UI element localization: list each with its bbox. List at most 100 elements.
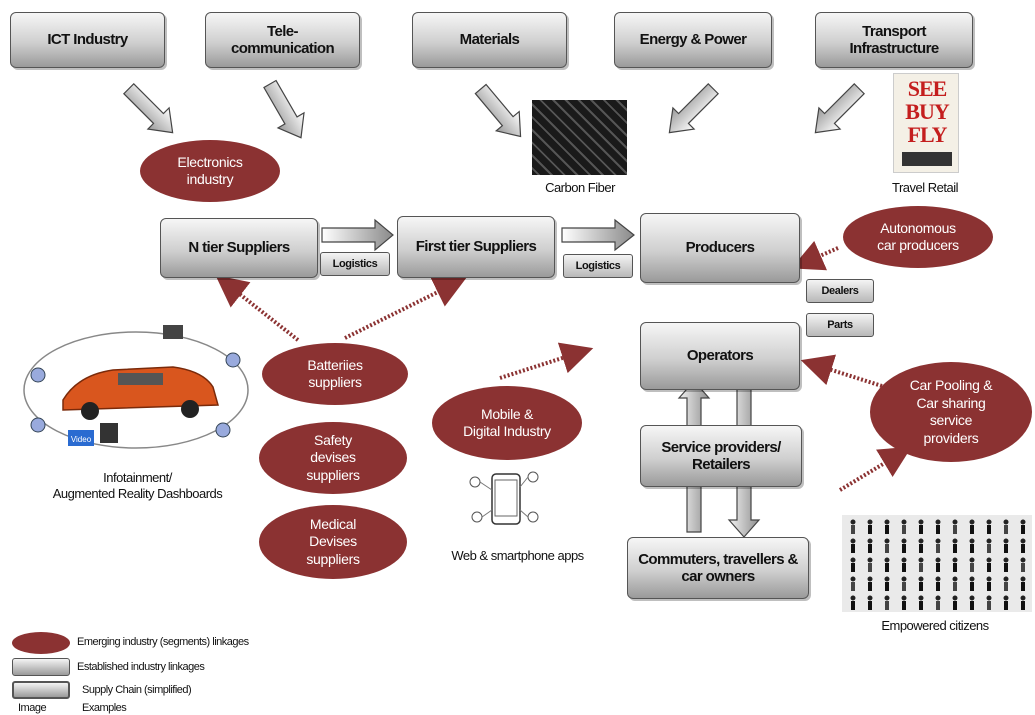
video-screen-text: Video	[71, 435, 92, 444]
pictogram-grid	[850, 519, 1026, 610]
pictogram-icon	[1003, 538, 1009, 553]
box-producers: Producers	[640, 213, 800, 283]
parts-label: Parts	[806, 313, 874, 337]
carbon-fiber-image	[532, 100, 627, 175]
pictogram-icon	[935, 519, 941, 534]
legend-supply-chain-text: Supply Chain (simplified)	[82, 684, 192, 696]
pictogram-icon	[969, 519, 975, 534]
pictogram-icon	[918, 538, 924, 553]
box-label: Transport Infrastructure	[849, 22, 939, 57]
pictogram-icon	[901, 538, 907, 553]
sign-buy: BUY	[905, 99, 949, 124]
box-label: Materials	[459, 31, 520, 49]
ellipse-autonomous-car-producers: Autonomous car producers	[843, 206, 993, 268]
pictogram-icon	[935, 576, 941, 591]
pictogram-icon	[901, 557, 907, 572]
dotted-arrow-carpooling-to-operators	[800, 354, 883, 388]
dotted-arrow-mobile-to-chain	[499, 342, 594, 380]
pictogram-icon	[901, 519, 907, 534]
pictogram-icon	[867, 538, 873, 553]
box-label: Operators	[686, 347, 754, 365]
pictogram-icon	[986, 576, 992, 591]
box-ntier-suppliers: N tier Suppliers	[160, 218, 318, 278]
pictogram-icon	[901, 576, 907, 591]
phone-drawing	[469, 471, 539, 525]
pictogram-icon	[918, 576, 924, 591]
box-label: Tele- communication	[230, 22, 335, 57]
car-drawing: Video	[23, 325, 249, 449]
pictogram-icon	[850, 519, 856, 534]
empowered-citizens-image	[842, 515, 1032, 612]
box-label: First tier Suppliers	[415, 238, 537, 256]
ellipse-electronics-industry: Electronics industry	[140, 140, 280, 202]
legend-supply-chain-swatch	[12, 681, 70, 699]
ellipse-mobile-digital-industry: Mobile & Digital Industry	[432, 386, 582, 460]
pictogram-icon	[969, 557, 975, 572]
pictogram-icon	[986, 557, 992, 572]
box-label: N tier Suppliers	[188, 239, 290, 257]
pictogram-icon	[986, 595, 992, 610]
box-label: Producers	[685, 239, 755, 257]
box-label: Service providers/ Retailers	[661, 438, 781, 473]
dotted-arrow-citizens-to-carpooling	[838, 446, 912, 492]
infotainment-label: Infotainment/ Augmented Reality Dashboar…	[52, 470, 223, 501]
pictogram-icon	[884, 595, 890, 610]
pictogram-icon	[952, 538, 958, 553]
pictogram-icon	[952, 519, 958, 534]
dealers-label: Dealers	[806, 279, 874, 303]
box-label: ICT Industry	[47, 31, 128, 49]
empowered-citizens-label: Empowered citizens	[881, 618, 989, 633]
legend-established-text: Established industry linkages	[77, 661, 205, 673]
arrow-transport-down	[814, 82, 866, 134]
logistics-label-2: Logistics	[563, 254, 633, 278]
legend-examples-text: Examples	[82, 702, 127, 714]
smartphone-apps-image	[465, 462, 545, 540]
pictogram-icon	[918, 595, 924, 610]
pictogram-icon	[884, 538, 890, 553]
pictogram-icon	[1003, 576, 1009, 591]
sign-see: SEE	[907, 76, 948, 101]
sign-fly: FLY	[907, 122, 948, 147]
web-smartphone-apps-label: Web & smartphone apps	[451, 548, 584, 563]
pictogram-icon	[935, 538, 941, 553]
pictogram-icon	[1003, 519, 1009, 534]
pictogram-icon	[850, 538, 856, 553]
pictogram-icon	[1020, 538, 1026, 553]
box-energy-power: Energy & Power	[614, 12, 772, 68]
arrow-materials-to-carbon	[474, 83, 522, 138]
pictogram-icon	[952, 576, 958, 591]
ellipse-safety-devises-suppliers: Safety devises suppliers	[259, 422, 407, 494]
arrow-ict-to-electronics	[122, 82, 174, 134]
box-label: Energy & Power	[639, 31, 747, 49]
ellipse-medical-devises-suppliers: Medical Devises suppliers	[259, 505, 407, 579]
pictogram-icon	[986, 538, 992, 553]
pictogram-icon	[1003, 557, 1009, 572]
pictogram-icon	[1003, 595, 1009, 610]
pictogram-icon	[1020, 595, 1026, 610]
travel-retail-sign-image: SEE BUY FLY	[893, 73, 959, 173]
pictogram-icon	[1020, 576, 1026, 591]
pictogram-icon	[986, 519, 992, 534]
arrow-first-to-producers	[561, 218, 635, 252]
pictogram-icon	[952, 557, 958, 572]
pictogram-icon	[935, 557, 941, 572]
pictogram-icon	[850, 595, 856, 610]
infotainment-car-image: Video	[8, 305, 263, 465]
legend-emerging-text: Emerging industry (segments) linkages	[77, 636, 249, 648]
arrow-energy-down	[668, 82, 720, 134]
pictogram-icon	[969, 576, 975, 591]
pictogram-icon	[850, 576, 856, 591]
pictogram-icon	[901, 595, 907, 610]
legend-established-swatch	[12, 658, 70, 676]
pictogram-icon	[884, 519, 890, 534]
box-ict-industry: ICT Industry	[10, 12, 165, 68]
dotted-arrow-batteries-to-first	[344, 277, 467, 340]
pictogram-icon	[867, 519, 873, 534]
pictogram-icon	[884, 576, 890, 591]
box-transport-infrastructure: Transport Infrastructure	[815, 12, 973, 68]
box-operators: Operators	[640, 322, 800, 390]
legend-image-text: Image	[18, 702, 47, 714]
pictogram-icon	[1020, 519, 1026, 534]
ellipse-car-pooling-providers: Car Pooling & Car sharing service provid…	[870, 362, 1032, 462]
box-telecommunication: Tele- communication	[205, 12, 360, 68]
